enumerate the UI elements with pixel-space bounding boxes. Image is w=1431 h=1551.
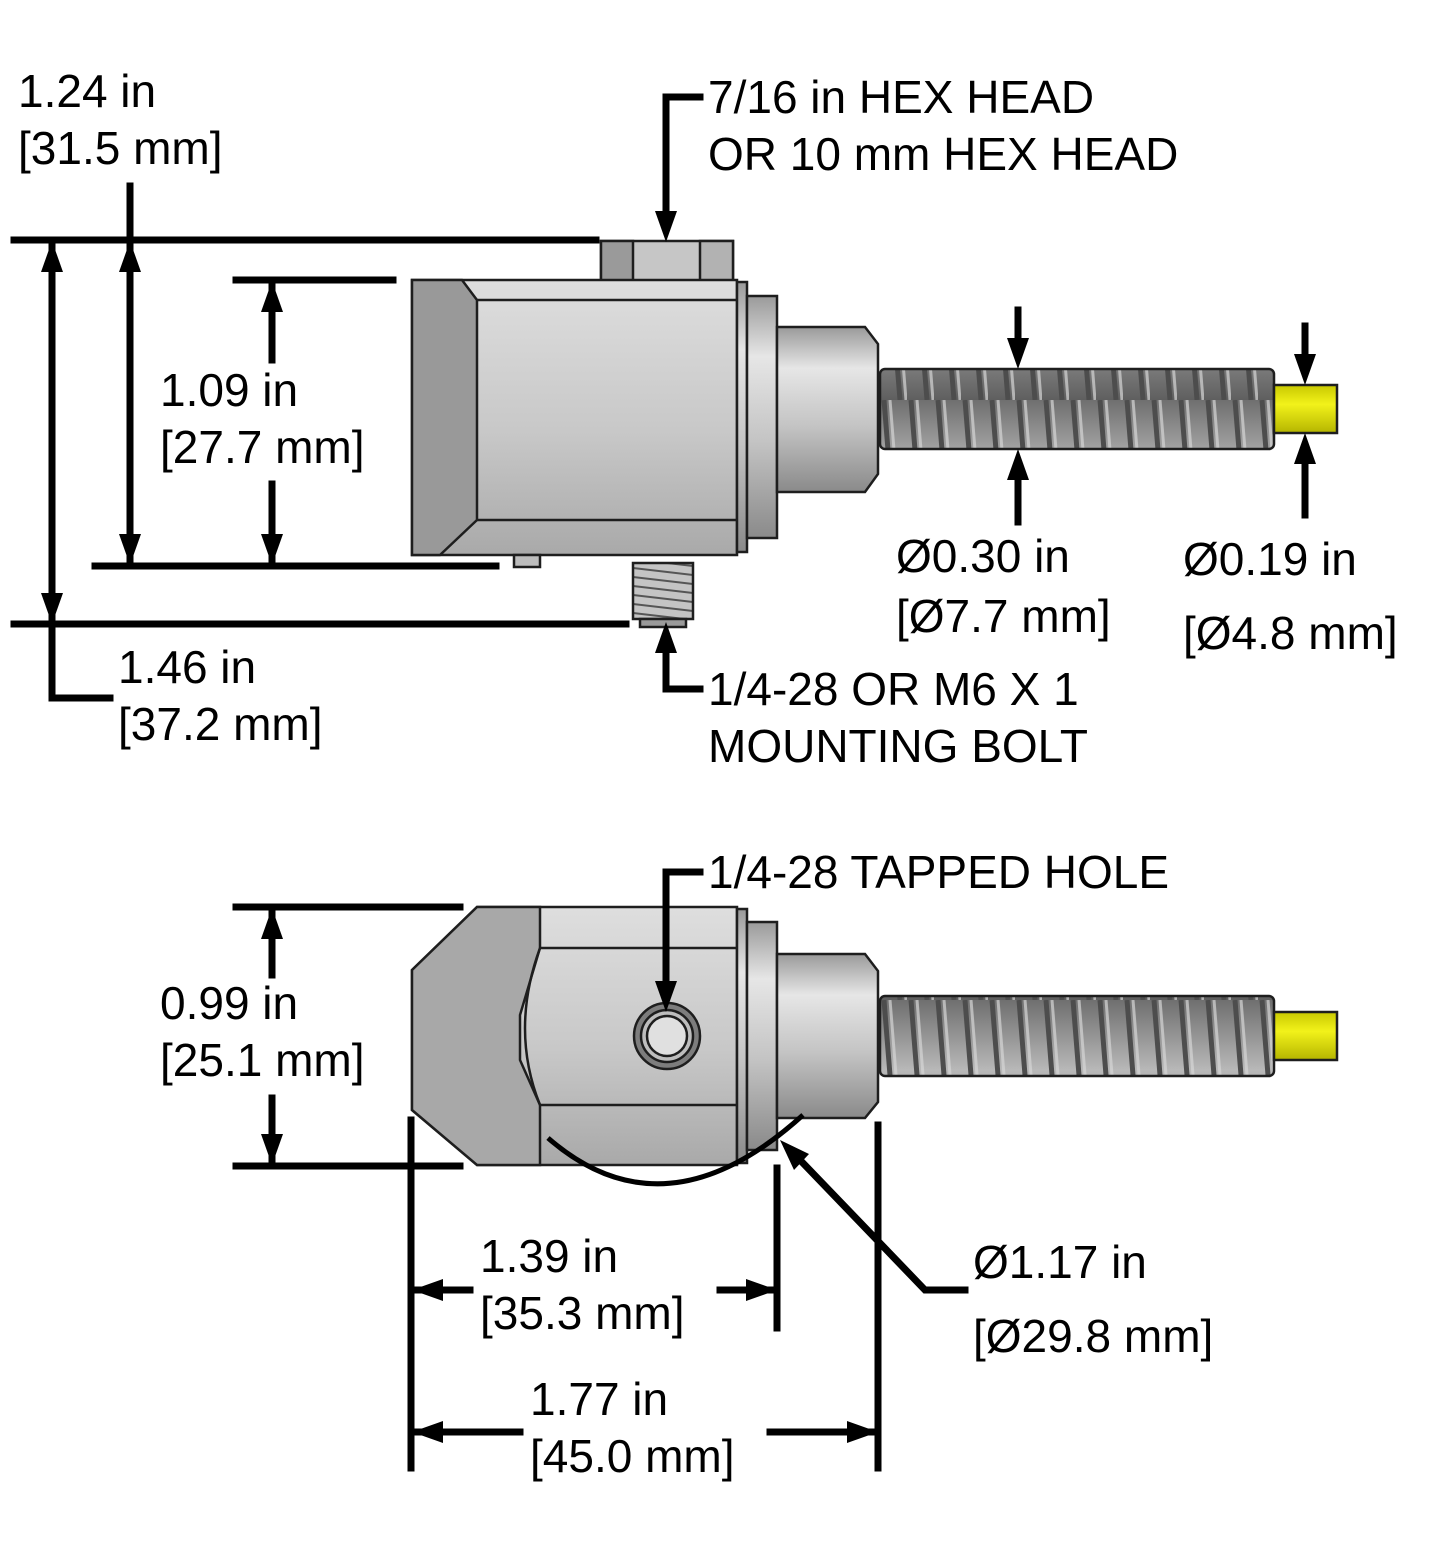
lead-diameter-mm: [Ø4.8 mm] (1183, 607, 1398, 659)
yellow-lead (1272, 383, 1339, 435)
hex-head (599, 239, 735, 285)
overall-length-label: 1.77 in [45.0 mm] (530, 1371, 735, 1485)
hex-head-line1: 7/16 in HEX HEAD (708, 71, 1095, 123)
body-length-label: 1.39 in [35.3 mm] (480, 1228, 685, 1342)
side-view-dimensions (10, 93, 1316, 702)
hex-head-line2: OR 10 mm HEX HEAD (708, 128, 1179, 180)
body-width-in: 0.99 in (160, 977, 299, 1029)
armored-cable-top (878, 994, 1276, 1078)
mounting-bolt-line1: 1/4-28 OR M6 X 1 (708, 663, 1079, 715)
overall-length-in: 1.77 in (530, 1373, 669, 1425)
body-length-in: 1.39 in (480, 1230, 619, 1282)
mounting-bolt-line2: MOUNTING BOLT (708, 720, 1088, 772)
cable-diameter-mm: [Ø7.7 mm] (896, 590, 1111, 642)
body-height-label: 1.09 in [27.7 mm] (160, 362, 365, 476)
body-width-label: 0.99 in [25.1 mm] (160, 975, 365, 1089)
mounting-bolt (631, 561, 695, 629)
height-with-bolt-in: 1.46 in (118, 641, 257, 693)
height-with-bolt-mm: [37.2 mm] (118, 698, 323, 750)
body-height-mm: [27.7 mm] (160, 421, 365, 473)
sensor-body (410, 278, 739, 569)
body-length-mm: [35.3 mm] (480, 1287, 685, 1339)
overall-height-in: 1.24 in (18, 65, 157, 117)
hex-head-label: 7/16 in HEX HEAD OR 10 mm HEX HEAD (708, 69, 1178, 183)
overall-length-mm: [45.0 mm] (530, 1430, 735, 1482)
body-height-in: 1.09 in (160, 364, 299, 416)
top-view-sensor (410, 905, 1339, 1187)
connector-housing-top (735, 907, 880, 1165)
cable-diameter-in: Ø0.30 in (896, 530, 1070, 582)
height-with-bolt-label: 1.46 in [37.2 mm] (118, 639, 323, 753)
connector-housing (735, 280, 880, 554)
sensor-body-top (410, 905, 739, 1167)
cable-diameter-label: Ø0.30 in [Ø7.7 mm] (896, 526, 1111, 646)
armored-cable (878, 367, 1276, 451)
swing-diameter-in: Ø1.17 in (973, 1236, 1147, 1288)
swing-diameter-label: Ø1.17 in [Ø29.8 mm] (973, 1225, 1213, 1373)
lead-diameter-label: Ø0.19 in [Ø4.8 mm] (1183, 522, 1398, 670)
yellow-lead-top (1272, 1010, 1339, 1062)
tapped-hole (632, 1001, 702, 1071)
mounting-bolt-label: 1/4-28 OR M6 X 1 MOUNTING BOLT (708, 661, 1088, 775)
side-view-sensor (410, 239, 1339, 629)
overall-height-label: 1.24 in [31.5 mm] (18, 63, 223, 177)
swing-diameter-mm: [Ø29.8 mm] (973, 1310, 1214, 1362)
tapped-hole-label: 1/4-28 TAPPED HOLE (708, 846, 1170, 898)
body-width-mm: [25.1 mm] (160, 1034, 365, 1086)
overall-height-mm: [31.5 mm] (18, 122, 223, 174)
lead-diameter-in: Ø0.19 in (1183, 533, 1357, 585)
top-view-dimensions (232, 868, 969, 1472)
